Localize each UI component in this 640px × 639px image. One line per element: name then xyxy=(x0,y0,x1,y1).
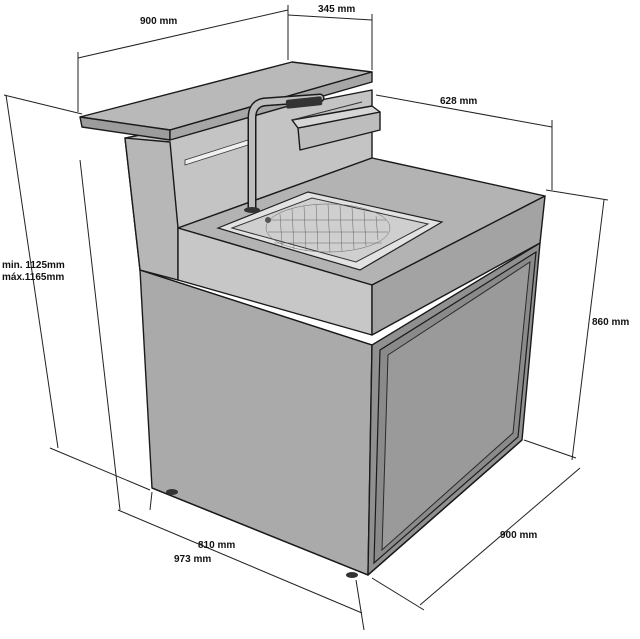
countertop-seam xyxy=(139,269,373,346)
sink xyxy=(216,191,444,271)
backsplash-pillar xyxy=(124,137,179,281)
cabinet-foot-left xyxy=(166,489,178,495)
label-height-min: min. 1125mm xyxy=(2,260,65,271)
sink-drain xyxy=(265,217,271,223)
sink-bowl xyxy=(230,197,430,263)
cabinet-foot-right xyxy=(346,572,358,578)
faucet-handle xyxy=(285,96,323,109)
dimension-lines xyxy=(3,5,609,631)
utensil-rack-rail xyxy=(291,101,363,121)
cabinet xyxy=(139,242,541,578)
cabinet-plinth-edge xyxy=(151,439,523,576)
label-top-width: 900 mm xyxy=(140,16,177,27)
utensil-rack-top xyxy=(291,105,381,129)
faucet xyxy=(244,93,325,213)
countertop-side-edge xyxy=(371,195,546,336)
label-height-max: máx.1165mm xyxy=(2,272,64,283)
label-counter-depth: 628 mm xyxy=(440,96,477,107)
cabinet-door-panel xyxy=(381,261,531,552)
label-cabinet-height: 860 mm xyxy=(592,317,629,328)
label-side-depth: 900 mm xyxy=(500,530,537,541)
label-overall-width: 973 mm xyxy=(174,554,211,565)
faucet-base xyxy=(244,207,260,213)
sink-basket xyxy=(265,203,391,253)
label-top-depth: 345 mm xyxy=(318,4,355,15)
label-base-width: 810 mm xyxy=(198,540,235,551)
